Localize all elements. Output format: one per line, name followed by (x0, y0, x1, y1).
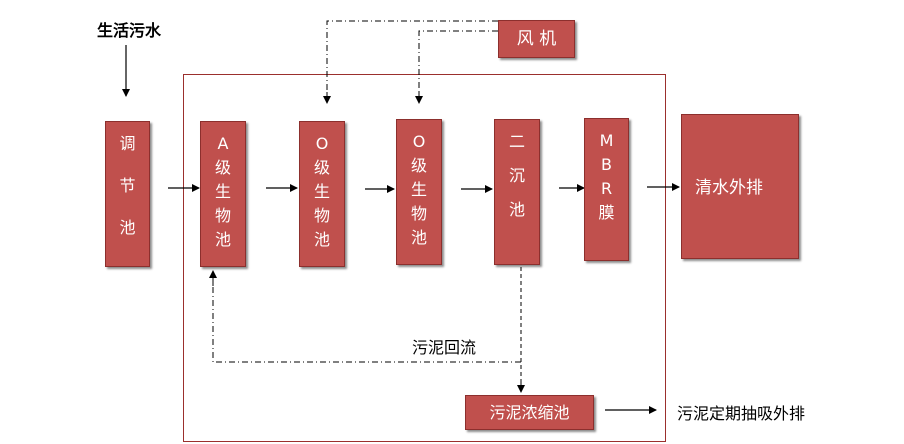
regulating-tank: 调 节 池 (105, 121, 150, 267)
sludge-thickener-label: 污泥浓缩池 (489, 403, 570, 422)
secondary-clarifier: 二 沉 池 (494, 119, 540, 265)
sludge-discharge-label: 污泥定期抽吸外排 (677, 404, 806, 423)
sludge-thickener-box: 污泥浓缩池 (465, 395, 594, 430)
regulating-tank-label: 调 (119, 134, 136, 153)
o-biological-tank-2: O 级 生 物 池 (396, 119, 442, 265)
a-biological-tank: A 级 生 物 池 (200, 121, 246, 267)
sludge-return-label: 污泥回流 (412, 338, 477, 357)
treatment-system-frame (183, 74, 666, 442)
air-supply-lines (326, 20, 498, 96)
o-biological-tank-1: O 级 生 物 池 (299, 121, 345, 267)
clear-water-discharge-box: 清水外排 (681, 114, 799, 259)
clear-water-discharge-label: 清水外排 (695, 178, 763, 198)
blower-label: 风 机 (516, 29, 557, 49)
input-label: 生活污水 (97, 21, 162, 40)
blower-box: 风 机 (498, 20, 575, 58)
mbr-membrane: M B R 膜 (584, 118, 629, 261)
sludge-return-line (212, 282, 521, 363)
